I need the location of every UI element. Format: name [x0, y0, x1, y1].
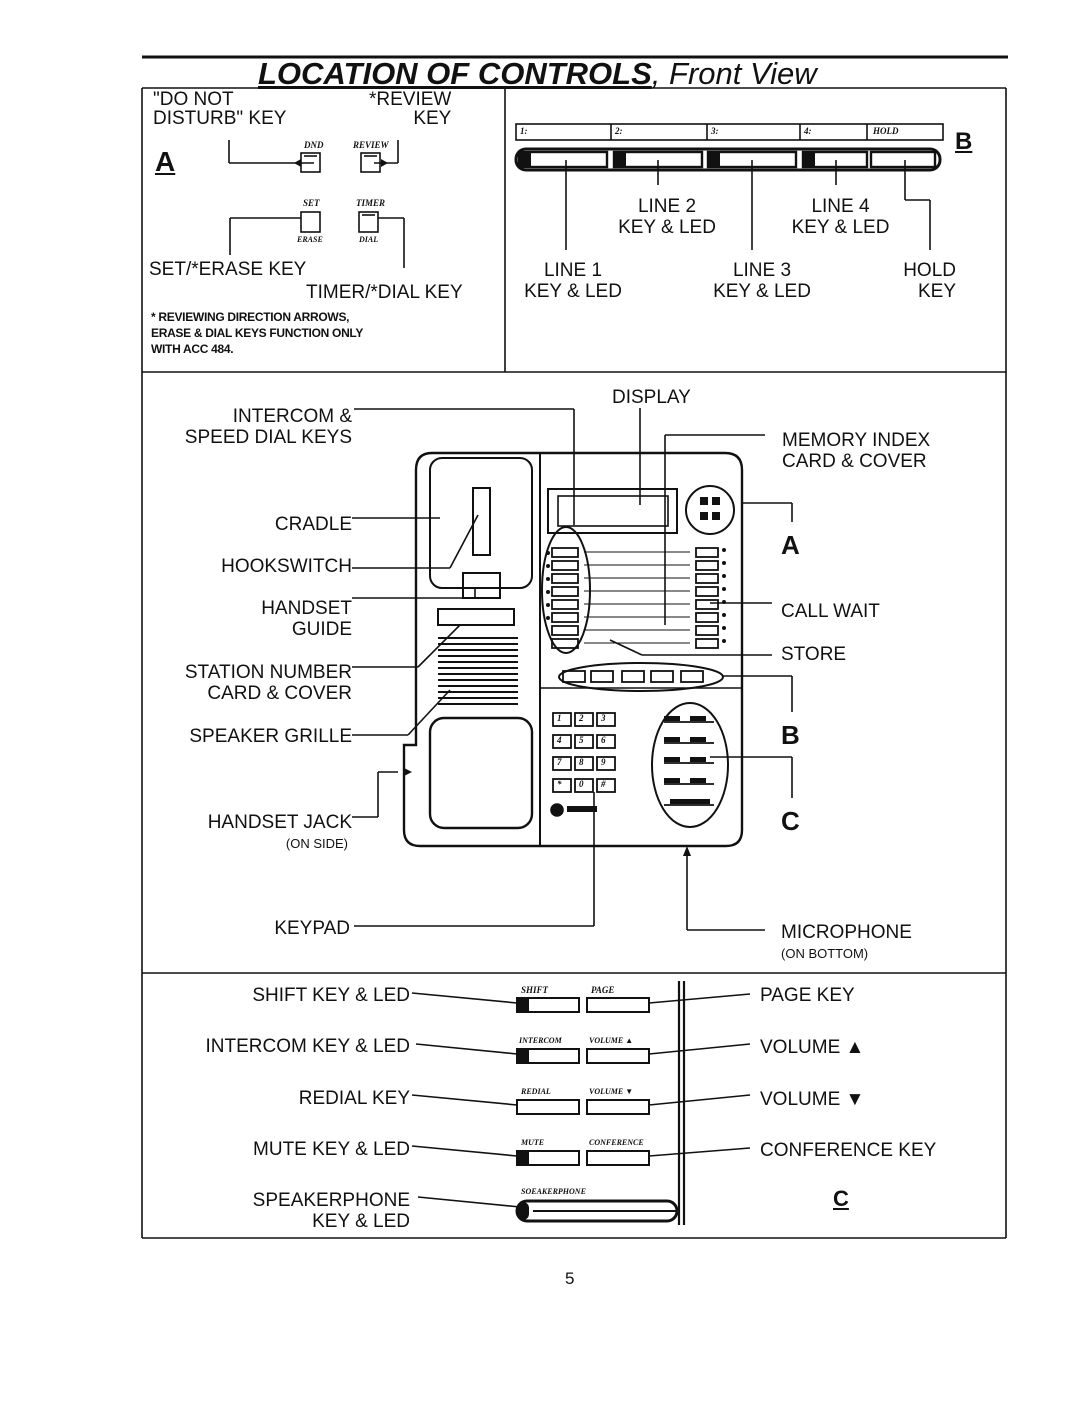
store-label: STORE [781, 644, 847, 665]
panel-a-letter: A [155, 146, 176, 177]
speakerphone-key-label: SPEAKERPHONE KEY & LED [252, 1190, 410, 1232]
microphone-label: MICROPHONE [781, 922, 912, 943]
page-number: 5 [565, 1269, 575, 1288]
erase-key: ERASE [297, 235, 323, 244]
phone-letter-b: B [781, 720, 800, 750]
speaker-grille-lines [438, 637, 518, 705]
keypad-key-9[interactable]: 9 [601, 757, 606, 767]
keypad-key-0[interactable]: 0 [579, 779, 584, 789]
review-key-label: *REVIEW KEY [369, 89, 452, 129]
timer-key[interactable]: TIMER [356, 198, 386, 208]
call-wait-label: CALL WAIT [781, 601, 880, 622]
title-sub: , Front View [651, 56, 817, 91]
keypad-key-1[interactable]: 1 [557, 713, 562, 723]
review-key[interactable]: REVIEW [353, 140, 389, 150]
line2-label: LINE 2 KEY & LED [618, 196, 716, 238]
station-number-label: STATION NUMBER CARD & COVER [184, 662, 352, 704]
volume-down-key[interactable]: VOLUME ▼ [589, 1087, 634, 1096]
keypad-label: KEYPAD [274, 918, 350, 939]
slot-3-label: 3: [711, 126, 719, 136]
redial-key-label: REDIAL KEY [298, 1088, 410, 1109]
slot-4-label: 4: [804, 126, 812, 136]
hookswitch-label: HOOKSWITCH [221, 556, 352, 577]
slot-hold-label: HOLD [873, 126, 899, 136]
timer-dial-key-label: TIMER/*DIAL KEY [306, 282, 463, 303]
mute-key-label: MUTE KEY & LED [253, 1139, 410, 1160]
page-key-label: PAGE KEY [760, 985, 855, 1006]
speakerphone-key[interactable]: SOEAKERPHONE [521, 1187, 586, 1196]
intercom-key[interactable]: INTERCOM [519, 1036, 562, 1045]
line3-label: LINE 3 KEY & LED [713, 260, 811, 302]
shift-key-label: SHIFT KEY & LED [252, 985, 410, 1006]
slot-1-label: 1: [520, 126, 528, 136]
handset-guide-label: HANDSET GUIDE [261, 598, 352, 640]
keypad-key-8[interactable]: 8 [579, 757, 584, 767]
volume-up-label: VOLUME ▲ [760, 1037, 865, 1058]
memory-index-label: MEMORY INDEX CARD & COVER [782, 430, 931, 472]
intercom-speed-dial-label: INTERCOM & SPEED DIAL KEYS [184, 406, 352, 448]
line4-label: LINE 4 KEY & LED [791, 196, 890, 238]
handset-jack-label: HANDSET JACK [207, 812, 352, 833]
panel-b-letter: B [955, 128, 973, 155]
cradle-label: CRADLE [274, 514, 352, 535]
page-title: LOCATION OF CONTROLS, Front View [258, 58, 817, 90]
intercom-key-label: INTERCOM KEY & LED [205, 1036, 410, 1057]
keypad-key-3[interactable]: 3 [601, 713, 606, 723]
dnd-key[interactable]: DND [304, 140, 324, 150]
keypad-key-star[interactable]: * [557, 779, 562, 789]
handset-jack-note: (ON SIDE) [285, 836, 348, 851]
shift-key[interactable]: SHIFT [521, 985, 549, 995]
phone-letter-a: A [781, 530, 800, 560]
speaker-grille-label: SPEAKER GRILLE [189, 726, 352, 747]
keypad-key-7[interactable]: 7 [557, 757, 562, 767]
keypad-key-hash[interactable]: # [601, 779, 606, 789]
dnd-key-label: "DO NOT DISTURB" KEY [153, 89, 287, 129]
set-key[interactable]: SET [303, 198, 320, 208]
volume-down-label: VOLUME ▼ [760, 1089, 865, 1110]
line1-label: LINE 1 KEY & LED [524, 260, 622, 302]
hold-key-label: HOLD KEY [903, 260, 956, 302]
page-key[interactable]: PAGE [591, 985, 615, 995]
conference-key-label: CONFERENCE KEY [760, 1140, 937, 1161]
mute-key[interactable]: MUTE [521, 1138, 545, 1147]
panel-a-footnote: * REVIEWING DIRECTION ARROWS, ERASE & DI… [151, 310, 364, 356]
phone-letter-c: C [781, 806, 800, 836]
keypad-key-5[interactable]: 5 [579, 735, 584, 745]
microphone-note: (ON BOTTOM) [781, 946, 869, 961]
conference-key[interactable]: CONFERENCE [589, 1138, 644, 1147]
slot-2-label: 2: [615, 126, 623, 136]
redial-key[interactable]: REDIAL [521, 1087, 551, 1096]
volume-up-key[interactable]: VOLUME ▲ [589, 1036, 634, 1045]
keypad-key-4[interactable]: 4 [557, 735, 562, 745]
panel-c-letter: C [833, 1186, 849, 1211]
keypad-key-6[interactable]: 6 [601, 735, 606, 745]
memory-key-rows [551, 547, 719, 649]
display-label: DISPLAY [612, 387, 691, 408]
keypad-key-2[interactable]: 2 [579, 713, 584, 723]
set-erase-key-label: SET/*ERASE KEY [149, 259, 307, 280]
title-main: LOCATION OF CONTROLS [258, 56, 652, 91]
dial-key: DIAL [359, 235, 379, 244]
